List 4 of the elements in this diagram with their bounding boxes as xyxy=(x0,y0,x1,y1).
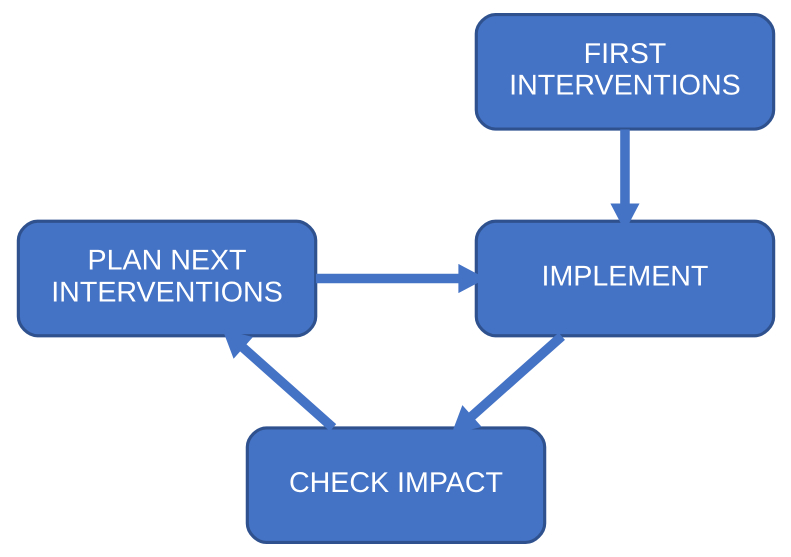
node-box: IMPLEMENT xyxy=(474,220,775,338)
node-box: PLAN NEXT INTERVENTIONS xyxy=(16,220,317,338)
node-box: CHECK IMPACT xyxy=(245,426,546,544)
node-box: FIRST INTERVENTIONS xyxy=(474,12,775,131)
